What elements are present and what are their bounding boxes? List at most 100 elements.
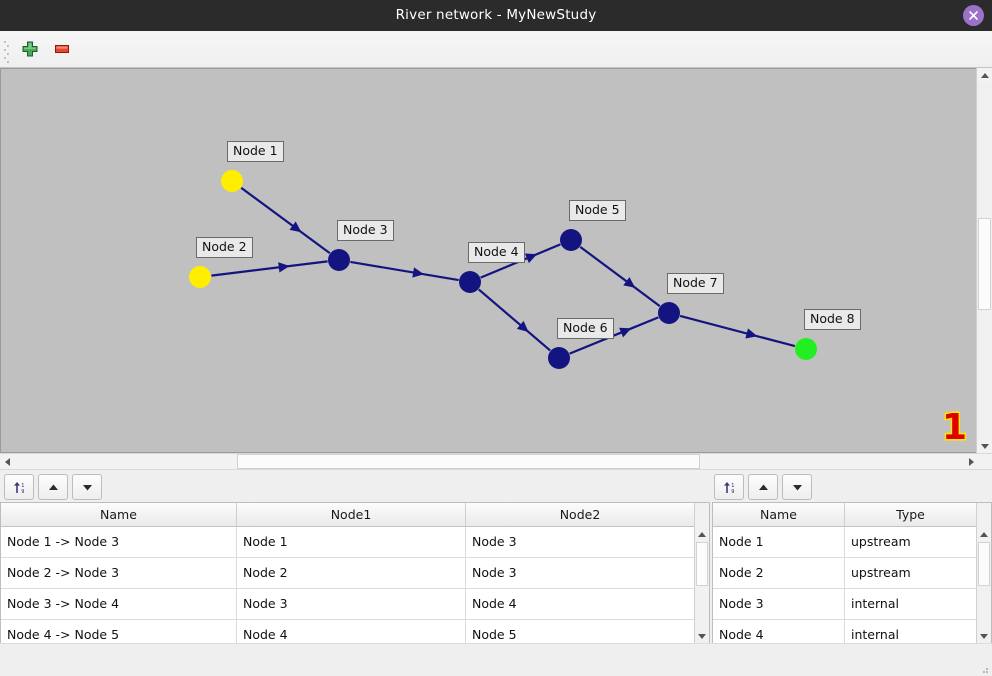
table-cell: Node 3 <box>472 534 517 549</box>
nodes-move-down-button[interactable] <box>782 474 812 500</box>
table-cell: Node 2 <box>713 558 845 588</box>
graph-node-node-7[interactable] <box>658 302 680 324</box>
graph-node-node-4[interactable] <box>459 271 481 293</box>
graph-node-node-2[interactable] <box>189 266 211 288</box>
nodes-move-up-button[interactable] <box>748 474 778 500</box>
nodes-table-row[interactable]: Node 1 upstream <box>713 527 991 558</box>
scroll-right-button[interactable] <box>964 453 978 470</box>
table-cell: Node 4 -> Node 5 <box>1 620 237 643</box>
chevron-up-icon <box>980 531 988 537</box>
table-cell: Node 1 -> Node 3 <box>1 527 237 557</box>
add-node-button[interactable] <box>20 40 40 58</box>
reaches-table-scrollbar[interactable] <box>694 503 709 643</box>
reaches-sort-button[interactable]: 1 9 <box>4 474 34 500</box>
canvas-vertical-scrollbar[interactable] <box>976 68 992 453</box>
column-header-type[interactable]: Type <box>896 507 925 522</box>
delete-node-button[interactable] <box>52 40 72 58</box>
node-label-node-1[interactable]: Node 1 <box>227 141 284 162</box>
edge-Node5-Node7[interactable] <box>579 245 661 308</box>
chevron-down-icon <box>698 633 706 639</box>
canvas-vscroll-thumb[interactable] <box>978 218 991 310</box>
edge-Node7-Node8[interactable] <box>679 314 796 348</box>
edge-Node3-Node4[interactable] <box>350 260 459 282</box>
table-cell: Node 3 <box>237 589 466 619</box>
edge-Node6-Node7[interactable] <box>569 316 659 355</box>
graph-node-node-5[interactable] <box>560 229 582 251</box>
graph-node-node-8[interactable] <box>795 338 817 360</box>
triangle-up-icon <box>758 484 768 490</box>
svg-text:1: 1 <box>731 483 734 489</box>
reaches-scroll-thumb[interactable] <box>696 542 708 586</box>
table-cell: Node 4 <box>237 620 466 643</box>
reaches-scroll-up-button[interactable] <box>695 527 709 541</box>
node-label-node-7[interactable]: Node 7 <box>667 273 724 294</box>
close-icon <box>969 11 978 20</box>
scroll-up-button[interactable] <box>977 68 992 82</box>
node-label-node-3[interactable]: Node 3 <box>337 220 394 241</box>
edge-arrow-icon <box>623 277 636 288</box>
triangle-down-icon <box>82 484 92 490</box>
sort-ascending-icon: 1 9 <box>723 481 734 495</box>
chevron-up-icon <box>698 531 706 537</box>
edge-Node4-Node6[interactable] <box>478 288 551 352</box>
edge-arrow-icon <box>524 253 538 264</box>
plus-icon <box>22 41 38 57</box>
edge-arrow-icon <box>745 328 758 339</box>
node-label-node-4[interactable]: Node 4 <box>468 242 525 263</box>
svg-text:1: 1 <box>21 483 24 489</box>
edge-arrow-icon <box>516 320 529 333</box>
network-canvas[interactable]: Node 1 Node 2 Node 3 Node 4 Node 5 Node 6 Node… <box>0 68 992 453</box>
scroll-left-button[interactable] <box>0 453 14 470</box>
table-cell: upstream <box>851 534 911 549</box>
column-header-name[interactable]: Name <box>1 503 237 526</box>
reaches-scroll-down-button[interactable] <box>695 629 709 643</box>
canvas-horizontal-scrollbar[interactable] <box>0 453 992 470</box>
graph-node-node-1[interactable] <box>221 170 243 192</box>
table-cell: Node 3 <box>713 589 845 619</box>
status-bar <box>0 643 992 676</box>
column-header-node1[interactable]: Node1 <box>237 503 466 526</box>
reaches-move-down-button[interactable] <box>72 474 102 500</box>
nodes-scroll-thumb[interactable] <box>978 542 990 586</box>
reaches-move-up-button[interactable] <box>38 474 68 500</box>
scroll-down-button[interactable] <box>977 439 992 453</box>
toolbar-grip[interactable] <box>4 39 9 63</box>
table-cell: Node 1 <box>713 527 845 557</box>
node-label-node-6[interactable]: Node 6 <box>557 318 614 339</box>
node-label-node-8[interactable]: Node 8 <box>804 309 861 330</box>
resize-grip[interactable] <box>980 665 988 673</box>
titlebar: River network - MyNewStudy <box>0 0 992 31</box>
node-label-node-2[interactable]: Node 2 <box>196 237 253 258</box>
close-button[interactable] <box>963 5 984 26</box>
node-label-node-5[interactable]: Node 5 <box>569 200 626 221</box>
chevron-right-icon <box>968 457 974 466</box>
canvas-hscroll-thumb[interactable] <box>237 454 700 469</box>
annotation-1: 1 <box>940 407 968 448</box>
edge-Node1-Node3[interactable] <box>240 186 331 255</box>
graph-node-node-6[interactable] <box>548 347 570 369</box>
column-header-name[interactable]: Name <box>713 503 845 526</box>
table-cell: Node 3 <box>472 565 517 580</box>
graph-node-node-3[interactable] <box>328 249 350 271</box>
nodes-table-scrollbar[interactable] <box>976 503 991 643</box>
chevron-up-icon <box>980 72 989 78</box>
nodes-scroll-up-button[interactable] <box>977 527 991 541</box>
nodes-scroll-down-button[interactable] <box>977 629 991 643</box>
edge-Node2-Node3[interactable] <box>211 260 328 277</box>
column-header-node2[interactable]: Node2 <box>559 507 601 522</box>
nodes-sort-button[interactable]: 1 9 <box>714 474 744 500</box>
table-cell: internal <box>851 627 899 642</box>
sort-ascending-icon: 1 9 <box>13 481 24 495</box>
